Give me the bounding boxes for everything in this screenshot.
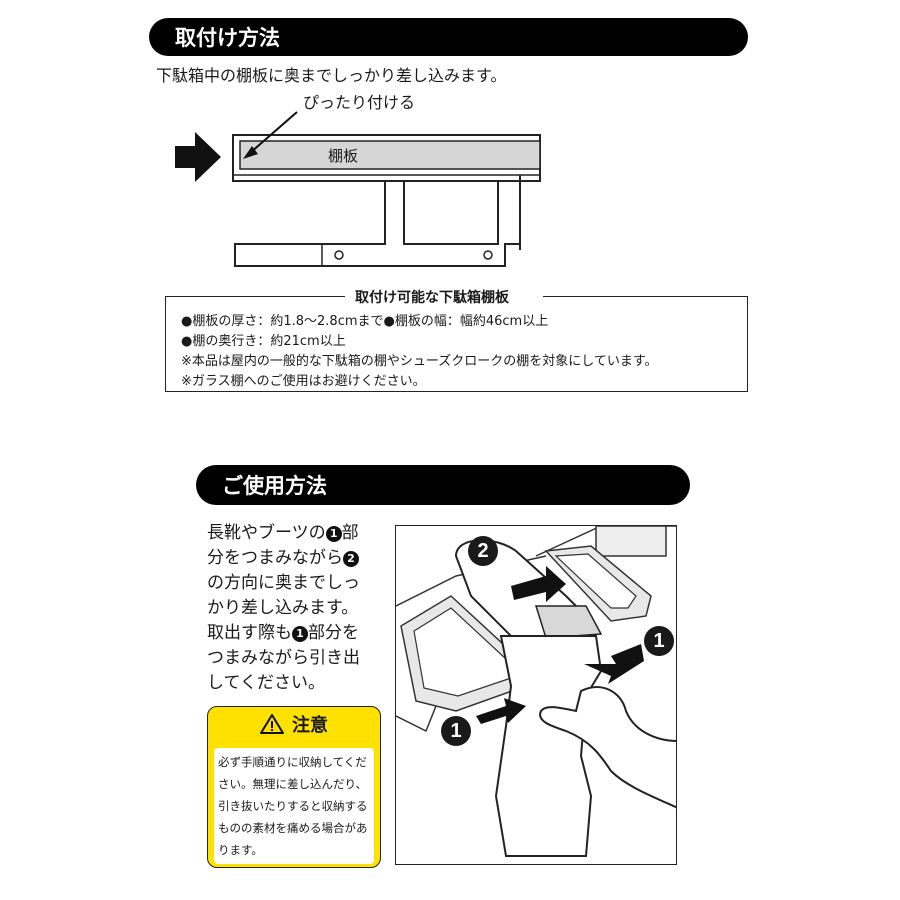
- shelf-board: [239, 140, 541, 170]
- instruction-text: かり差し込みます。: [207, 598, 359, 618]
- section-title-installation: 取付け方法: [149, 18, 748, 56]
- section-title-usage: ご使用方法: [196, 465, 690, 505]
- instruction-text: 分をつまみながら: [207, 548, 343, 568]
- step-1-marker: 1: [325, 526, 342, 542]
- spec-line: ※本品は屋内の一般的な下駄箱の棚やシューズクロークの棚を対象にしています。: [181, 354, 658, 369]
- boot-insertion-drawing: [396, 526, 676, 857]
- step-2-badge: 2: [468, 536, 498, 566]
- right-arrow-icon: [175, 132, 221, 182]
- instruction-text: してください。: [207, 673, 325, 693]
- instruction-text: 部分を: [308, 623, 359, 643]
- caution-header: 注意: [208, 707, 380, 741]
- step-1-badge: 1: [644, 626, 674, 656]
- shelf-installation-diagram: ぴったり付ける 棚板: [175, 93, 541, 267]
- caution-title: 注意: [292, 715, 328, 736]
- callout-label: ぴったり付ける: [303, 93, 415, 112]
- spec-title: 取付け可能な下駄箱棚板: [351, 287, 513, 307]
- spec-line: ●棚の奥行き：約21cm以上: [181, 334, 346, 349]
- warning-triangle-icon: [260, 714, 284, 734]
- shelf-label: 棚板: [328, 147, 358, 165]
- instruction-text: の方向に奥までしっ: [207, 573, 360, 593]
- spec-box: [165, 296, 748, 392]
- installation-intro: 下駄箱中の棚板に奥までしっかり差し込みます。: [156, 66, 507, 85]
- insert-direction-arrow: [511, 566, 566, 602]
- instruction-text: 取出す際も: [207, 623, 292, 643]
- spec-line: ●棚板の厚さ：約1.8～2.8cmまで●棚板の幅：幅約46cm以上: [181, 314, 549, 329]
- instruction-text: つまみながら引き出: [207, 648, 360, 668]
- instruction-text: 部: [341, 523, 359, 543]
- caution-box: 注意 必ず手順通りに収納してください。無理に差し込んだり、引き抜いたりすると収納…: [207, 706, 381, 868]
- usage-illustration: 2 1 1: [395, 525, 677, 865]
- instruction-text: 長靴やブーツの: [207, 523, 326, 543]
- spec-line: ※ガラス棚へのご使用はお避けください。: [181, 374, 426, 389]
- callout-arrow-icon: [243, 111, 298, 159]
- pinch-arrow-upper: [584, 644, 644, 684]
- step-1-marker: 1: [292, 626, 308, 642]
- step-1-badge: 1: [441, 716, 471, 746]
- caution-text: 必ず手順通りに収納してください。無理に差し込んだり、引き抜いたりすると収納するも…: [214, 748, 374, 864]
- pinch-arrow-lower: [476, 698, 526, 724]
- step-2-marker: 2: [343, 551, 359, 567]
